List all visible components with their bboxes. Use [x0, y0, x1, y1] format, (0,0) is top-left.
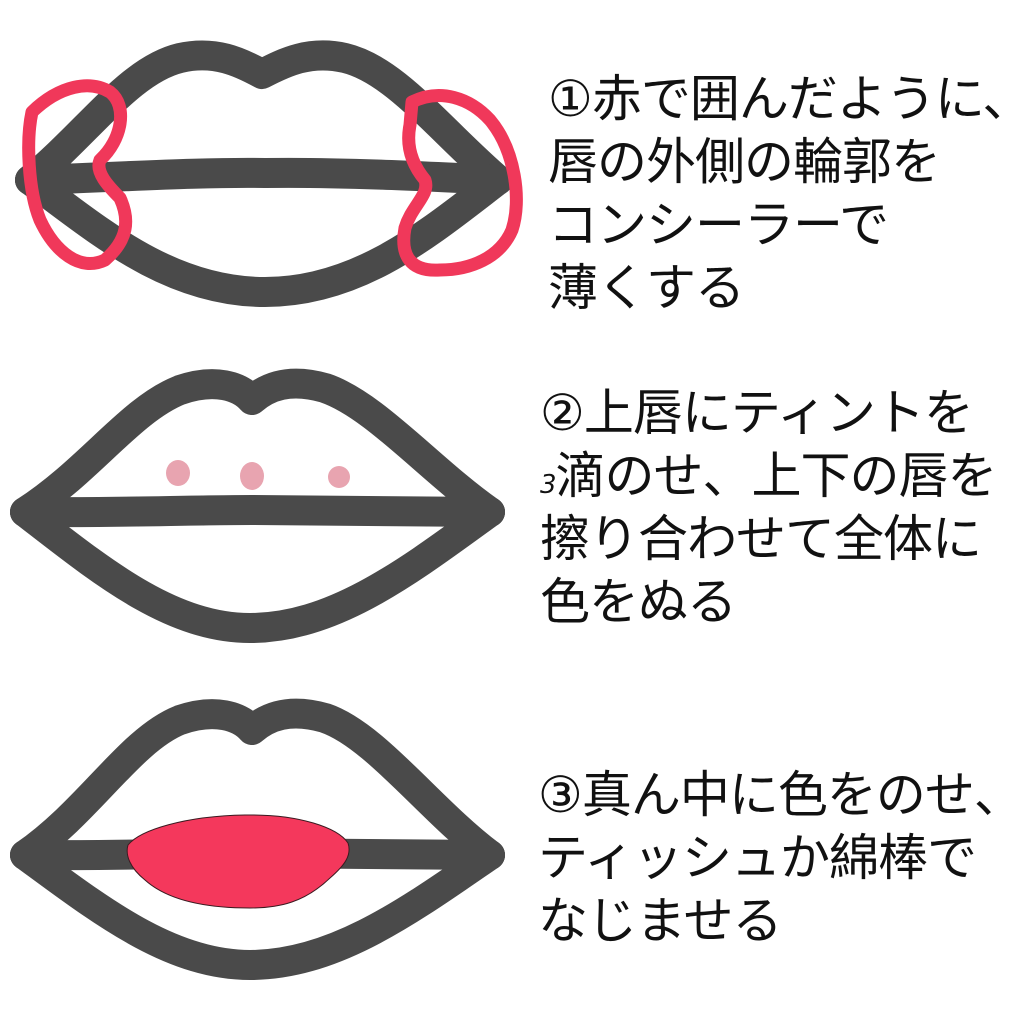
step-1-number: ①: [548, 70, 593, 128]
step-1-line-2: 唇の外側の輪郭を: [548, 133, 941, 191]
step-3-line-1: 真ん中に色をのせ、: [581, 766, 1024, 824]
step-3-number: ③: [538, 766, 583, 824]
tint-dots: [166, 460, 350, 490]
step-2-panel: ②上唇にティントを 3滴のせ、上下の唇を 擦り合わせて全体に 色をぬる: [0, 360, 1024, 660]
step-2-number: ②: [540, 384, 585, 442]
step-2-line-4: 色をぬる: [540, 573, 737, 631]
lips-outline-icon: [15, 40, 523, 307]
step-2-line-1: 上唇にティントを: [583, 384, 974, 442]
step-3-line-3: なじませる: [538, 892, 782, 950]
step-1-panel: ①赤で囲んだように、 唇の外側の輪郭を コンシーラーで 薄くする: [0, 0, 1024, 330]
step-3-text: ③真ん中に色をのせ、 ティッシュか綿棒で なじませる: [538, 764, 1024, 953]
step-2-count: 3: [540, 470, 557, 500]
step-2-line-2: 滴のせ、上下の唇を: [555, 447, 998, 505]
step-1-line-1: 赤で囲んだように、: [591, 70, 1024, 128]
step-2-line-3: 擦り合わせて全体に: [540, 510, 982, 568]
step-1-line-4: 薄くする: [548, 259, 745, 317]
step-1-text: ①赤で囲んだように、 唇の外側の輪郭を コンシーラーで 薄くする: [548, 68, 1024, 320]
step-3-line-2: ティッシュか綿棒で: [538, 829, 977, 887]
lipstick-blob: [126, 814, 350, 909]
step-3-panel: ③真ん中に色をのせ、 ティッシュか綿棒で なじませる: [0, 680, 1024, 1024]
step-1-line-3: コンシーラーで: [548, 196, 889, 254]
lips-outline-icon: [10, 698, 505, 980]
lips-outline-icon: [10, 368, 505, 643]
step-2-text: ②上唇にティントを 3滴のせ、上下の唇を 擦り合わせて全体に 色をぬる: [540, 382, 998, 634]
